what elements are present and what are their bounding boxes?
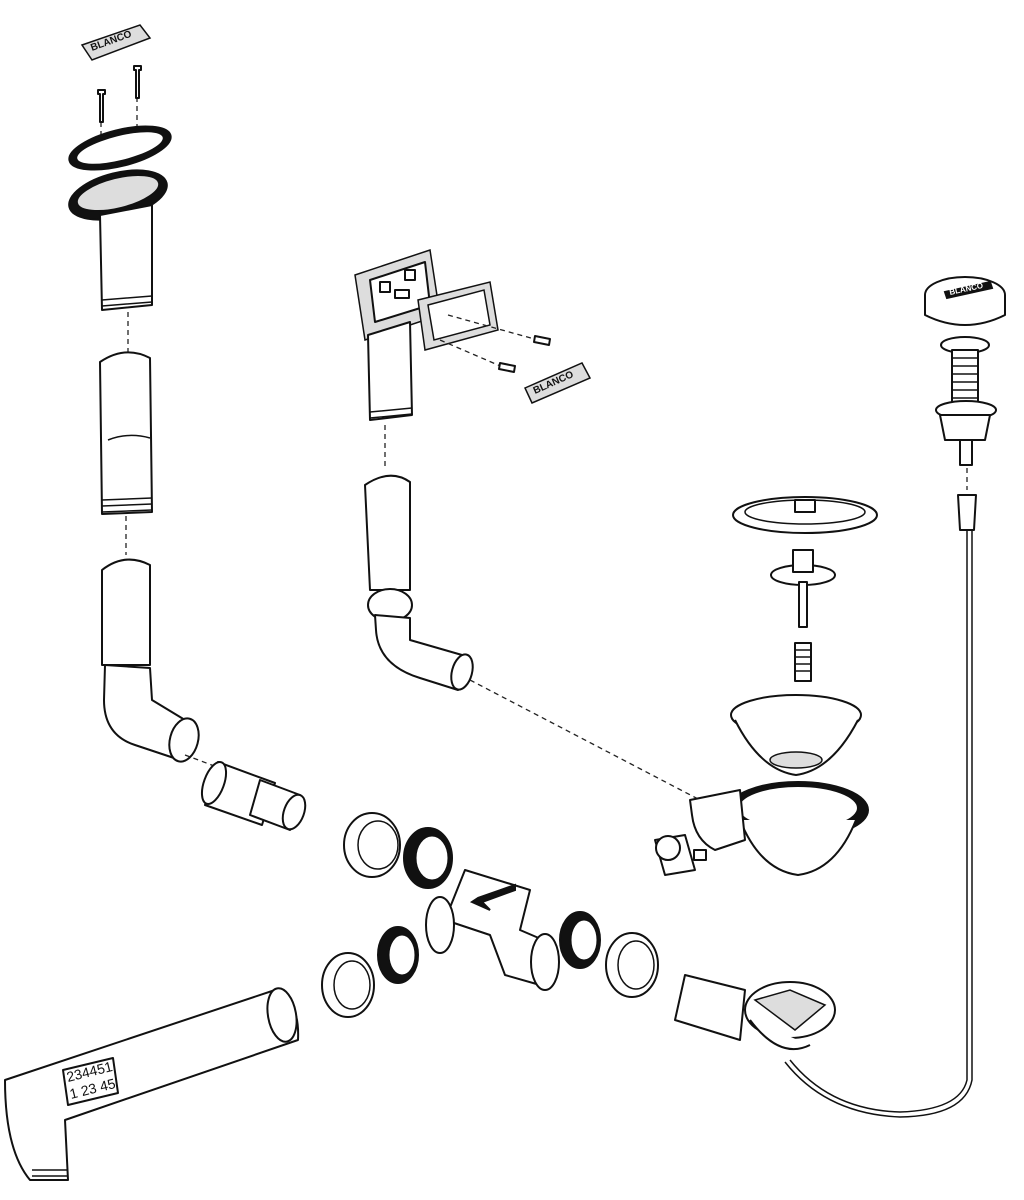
nut-right [605, 932, 659, 998]
left-overflow-gasket [68, 125, 172, 171]
nut-upper-left [343, 812, 401, 878]
middle-overflow-cover-plate: BLANCO [523, 362, 592, 404]
pipe-connector-sleeve [200, 761, 307, 831]
pop-up-cable [784, 494, 977, 1118]
strainer-plug-disc [732, 496, 878, 534]
drain-body [689, 781, 869, 876]
middle-screws [439, 314, 551, 373]
leader-line [184, 754, 226, 771]
left-overflow-housing [68, 169, 168, 311]
overflow-connector-valve [654, 834, 707, 876]
pipe-label-box [62, 1057, 119, 1106]
nut-left [321, 952, 375, 1018]
middle-overflow-gasket [417, 281, 499, 351]
outlet-elbow-pipe: 234451 1 23 45 [4, 987, 300, 1181]
strainer-plunger [770, 549, 836, 628]
leader-line [469, 679, 701, 801]
gasket-left [377, 926, 419, 984]
pop-up-threaded-shaft [935, 336, 997, 466]
gasket-upper-left [403, 827, 453, 889]
tee-fitting [425, 869, 560, 991]
pop-up-knob: BLANCO [924, 276, 1006, 326]
left-overflow-cover-plate: BLANCO [80, 24, 152, 61]
strainer-basket [730, 694, 862, 776]
middle-elbow-pipe [364, 474, 474, 691]
strainer-spring [794, 642, 812, 682]
gasket-right [559, 911, 601, 969]
left-extension-tube [99, 351, 153, 515]
middle-overflow-housing [354, 249, 441, 421]
left-elbow-pipe [101, 558, 200, 763]
second-drain-body [674, 974, 836, 1050]
